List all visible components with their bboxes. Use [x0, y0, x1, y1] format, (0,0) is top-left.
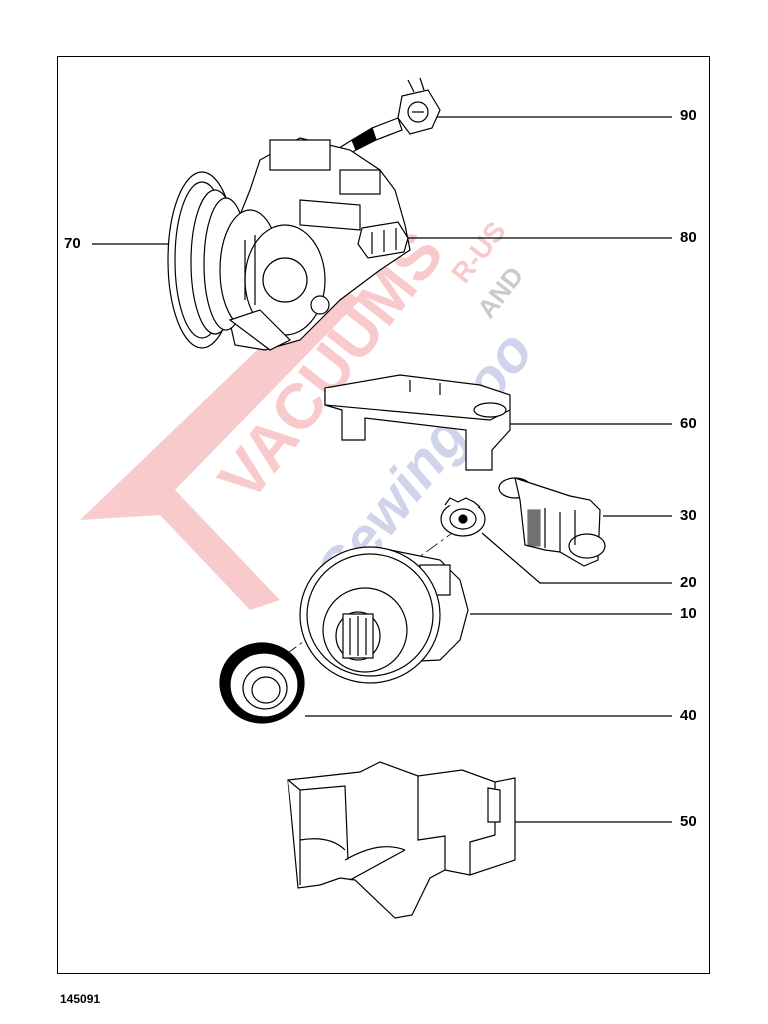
callout-70: 70 [64, 235, 81, 252]
cable-reel-icon [167, 137, 411, 351]
callout-20: 20 [680, 574, 697, 591]
callout-30: 30 [680, 507, 697, 524]
bracket-icon [324, 374, 511, 471]
callout-80: 80 [680, 229, 697, 246]
callout-60: 60 [680, 415, 697, 432]
gasket-ring-icon [219, 642, 305, 724]
callout-40: 40 [680, 707, 697, 724]
callout-50: 50 [680, 813, 697, 830]
terminal-block-icon [357, 221, 409, 259]
motor-housing-icon [287, 761, 516, 919]
clip-holder-icon [498, 477, 606, 567]
callout-90: 90 [680, 107, 697, 124]
watermark-v-mark [80, 280, 360, 610]
drawing-frame [57, 56, 710, 974]
motor-icon [299, 546, 469, 684]
leader-20 [481, 532, 672, 584]
power-plug-icon [319, 77, 441, 169]
coupling-icon [440, 497, 486, 537]
document-number: 145091 [60, 992, 101, 1006]
callout-10: 10 [680, 605, 697, 622]
